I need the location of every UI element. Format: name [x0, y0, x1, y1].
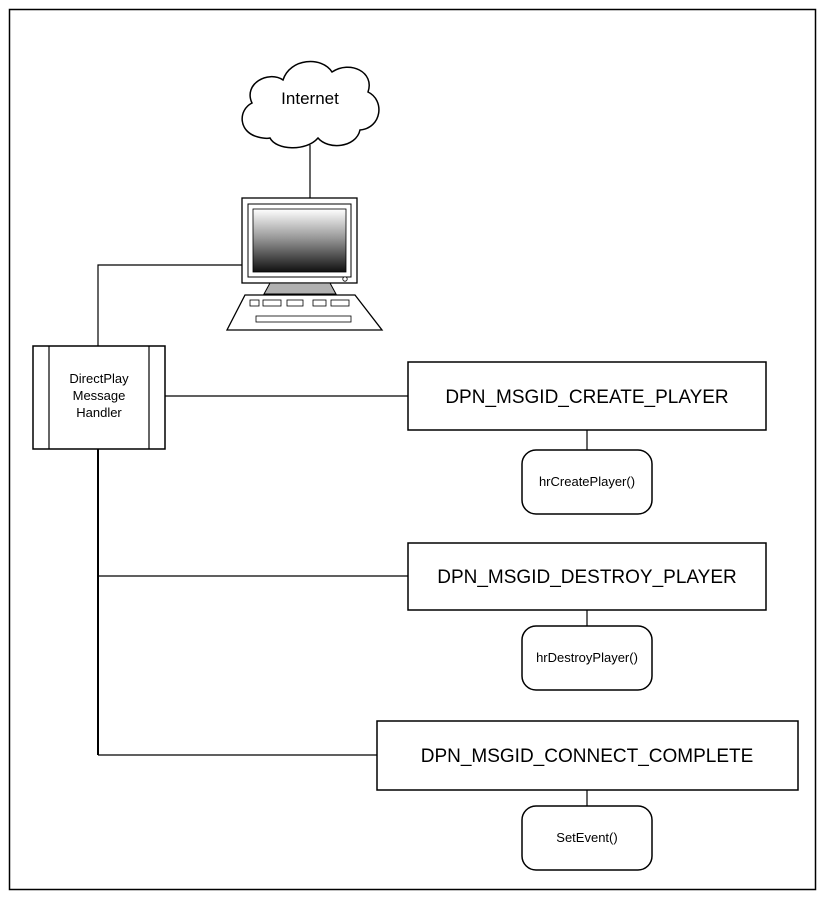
handler-label-line-3: Handler: [76, 405, 122, 420]
monitor-screen: [252, 208, 347, 273]
function-label: hrCreatePlayer(): [539, 474, 635, 489]
message-label: DPN_MSGID_DESTROY_PLAYER: [437, 567, 737, 588]
key-icon: [286, 299, 304, 307]
key-icon: [330, 299, 350, 307]
function-label: SetEvent(): [556, 830, 617, 845]
message-destroy-player: DPN_MSGID_DESTROY_PLAYER hrDestroyPlayer…: [407, 542, 767, 691]
computer-handler-connector: [97, 264, 242, 346]
spacebar-icon: [255, 315, 352, 323]
cloud-label: Internet: [281, 89, 339, 108]
connectors: [97, 145, 588, 806]
handler-label-line-2: Message: [73, 388, 126, 403]
handler-box: [32, 345, 166, 450]
function-box: [521, 449, 653, 515]
key-icon: [312, 299, 327, 307]
power-light-icon: [342, 276, 348, 282]
message-label: DPN_MSGID_CONNECT_COMPLETE: [421, 746, 754, 767]
key-icon: [249, 299, 260, 307]
internet-cloud: Internet: [241, 60, 380, 149]
monitor-stand: [263, 282, 337, 295]
function-box: [521, 805, 653, 871]
cloud-icon: [241, 60, 380, 149]
message-box: [407, 361, 767, 431]
function-box: [521, 625, 653, 691]
function-label: hrDestroyPlayer(): [536, 650, 638, 665]
message-box: [407, 542, 767, 611]
diagram-frame: [8, 8, 817, 891]
handler-label-line-1: DirectPlay: [69, 371, 129, 386]
message-box: [376, 720, 799, 791]
message-create-player: DPN_MSGID_CREATE_PLAYER hrCreatePlayer(): [407, 361, 767, 515]
computer-icon: [225, 197, 384, 331]
message-label: DPN_MSGID_CREATE_PLAYER: [445, 387, 728, 408]
message-connect-complete: DPN_MSGID_CONNECT_COMPLETE SetEvent(): [376, 720, 799, 871]
key-icon: [262, 299, 282, 307]
message-handler: DirectPlay Message Handler: [32, 345, 166, 450]
